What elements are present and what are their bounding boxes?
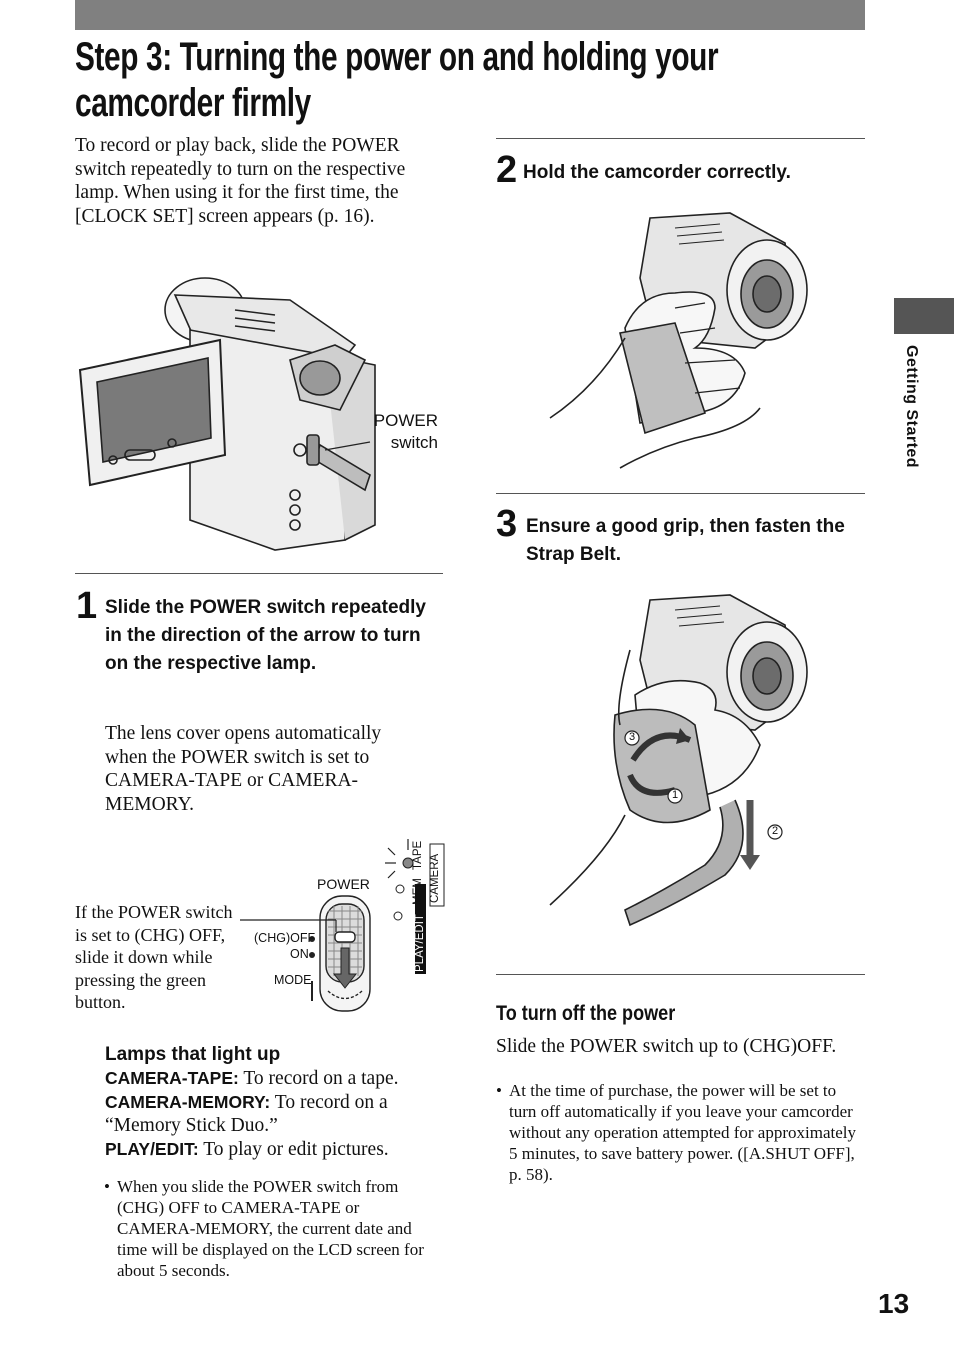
step1-divider xyxy=(75,573,443,574)
step1-number: 1 xyxy=(76,585,98,627)
power-off-text: Slide the POWER switch up to (CHG)OFF. xyxy=(496,1036,837,1057)
step1-heading: Slide the POWER switch repeatedly in the… xyxy=(105,597,426,674)
switch-label-on: ON xyxy=(290,947,309,961)
switch-label-chg-off: (CHG)OFF xyxy=(254,931,316,945)
step-marker-icons xyxy=(624,730,783,840)
hold-camcorder-illustration xyxy=(549,212,808,469)
power-switch-callout: POWER switch xyxy=(373,411,438,452)
lamp-item-play-edit: PLAY/EDIT: To play or edit pictures. xyxy=(105,1138,389,1160)
step3-heading: Ensure a good grip, then fasten the Stra… xyxy=(526,516,845,565)
step3-number: 3 xyxy=(496,503,518,545)
strap-marker-3: 3 xyxy=(629,731,636,743)
section-tab-marker xyxy=(894,298,954,334)
lamps-bullet: • When you slide the POWER switch from (… xyxy=(104,1177,424,1280)
switch-label-mem: MEM xyxy=(412,878,424,905)
page-title: Step 3: Turning the power on and holding… xyxy=(75,35,719,125)
bullet-dot: • xyxy=(496,1081,502,1100)
step1-body: The lens cover opens automatically when … xyxy=(105,723,382,815)
power-off-divider xyxy=(496,974,865,975)
switch-label-tape: TAPE xyxy=(412,840,424,870)
strap-marker-1: 1 xyxy=(672,789,679,801)
step2-number: 2 xyxy=(496,149,518,191)
switch-note: If the POWER switch is set to (CHG) OFF,… xyxy=(75,902,233,1012)
page-number: 13 xyxy=(878,1288,910,1319)
switch-label-mode: MODE xyxy=(274,973,312,987)
switch-label-play-edit: PLAY/EDIT xyxy=(414,914,426,972)
camcorder-illustration xyxy=(78,277,376,551)
lamp-item-camera-memory: CAMERA-MEMORY: To record on a “Memory St… xyxy=(105,1091,388,1137)
power-off-heading: To turn off the power xyxy=(496,1002,676,1025)
power-switch-diagram xyxy=(240,839,445,1012)
power-off-bullet: • At the time of purchase, the power wil… xyxy=(496,1081,856,1184)
step3-divider xyxy=(496,493,865,494)
strap-belt-illustration xyxy=(549,594,808,927)
lamp-item-camera-tape: CAMERA-TAPE: To record on a tape. xyxy=(105,1068,399,1089)
lamps-list: CAMERA-TAPE: To record on a tape. CAMERA… xyxy=(105,1067,445,1161)
step2-divider xyxy=(496,138,865,139)
switch-label-power: POWER xyxy=(317,876,370,892)
step2-heading: Hold the camcorder correctly. xyxy=(523,162,791,183)
lamps-heading: Lamps that light up xyxy=(105,1044,281,1065)
switch-label-camera: CAMERA xyxy=(429,853,441,903)
strap-marker-2: 2 xyxy=(772,825,779,837)
header-bar xyxy=(75,0,865,30)
intro-paragraph: To record or play back, slide the POWER … xyxy=(75,135,406,227)
section-side-label: Getting Started xyxy=(903,345,920,469)
bullet-dot: • xyxy=(104,1177,110,1196)
